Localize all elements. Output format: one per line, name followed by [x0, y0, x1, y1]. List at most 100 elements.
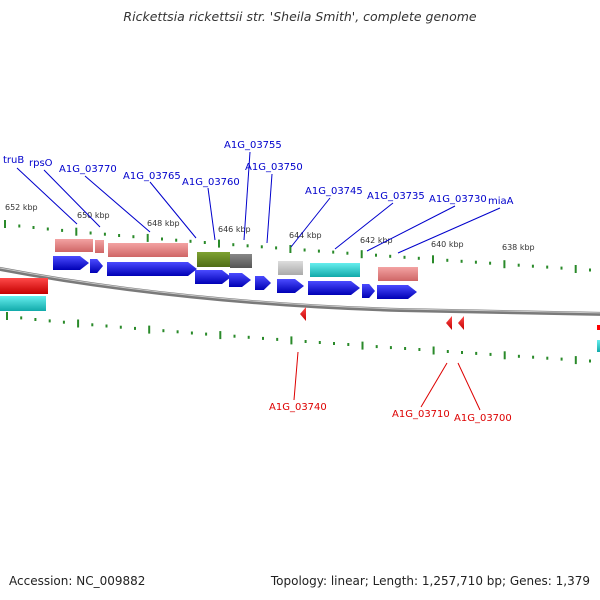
forward-cds-arrow[interactable] — [90, 259, 103, 273]
gene-label-miaA[interactable]: miaA — [488, 196, 514, 207]
minor-tick — [474, 260, 477, 264]
rna-feature[interactable] — [278, 261, 303, 275]
minor-tick — [189, 239, 192, 243]
minor-tick — [517, 354, 520, 358]
major-tick — [146, 233, 149, 242]
rna-feature[interactable] — [0, 278, 48, 294]
gene-label-A1G_03755[interactable]: A1G_03755 — [224, 140, 282, 151]
rna-feature[interactable] — [55, 239, 93, 252]
minor-tick — [161, 237, 163, 241]
gene-label-A1G_03740[interactable]: A1G_03740 — [269, 402, 327, 413]
rna-feature[interactable] — [378, 267, 418, 281]
minor-tick — [34, 318, 37, 321]
minor-tick — [389, 346, 392, 350]
minor-tick — [317, 249, 320, 253]
minor-tick — [203, 241, 206, 244]
minor-tick — [62, 320, 65, 324]
minor-tick — [61, 228, 64, 232]
major-tick — [432, 346, 435, 355]
rna-feature[interactable] — [230, 254, 252, 268]
minor-tick — [517, 263, 520, 267]
minor-tick — [332, 250, 335, 254]
reverse-gene-labels: A1G_03740 A1G_03710 A1G_03700 — [269, 402, 512, 424]
kbp-label: 640 kbp — [431, 240, 464, 249]
gene-label-A1G_03770[interactable]: A1G_03770 — [59, 164, 117, 175]
minor-tick — [303, 248, 306, 252]
minor-tick — [18, 224, 21, 228]
forward-gene-labels: truB rpsO A1G_03770 A1G_03765 A1G_03760 … — [3, 140, 514, 207]
kbp-label: 638 kbp — [502, 243, 535, 252]
minor-tick — [119, 325, 122, 329]
forward-cds-arrow[interactable] — [255, 276, 271, 290]
minor-tick — [560, 357, 563, 361]
minor-tick — [489, 352, 492, 356]
rna-feature[interactable] — [597, 340, 600, 352]
forward-cds-arrow[interactable] — [229, 273, 251, 287]
minor-tick — [48, 319, 51, 323]
minor-tick — [175, 238, 178, 242]
minor-tick — [190, 331, 193, 335]
major-tick — [290, 336, 293, 345]
forward-cds-arrow[interactable] — [362, 284, 375, 298]
gene-label-A1G_03730[interactable]: A1G_03730 — [429, 194, 487, 205]
minor-tick — [132, 235, 135, 239]
forward-cds-arrow[interactable] — [277, 279, 304, 293]
gene-label-A1G_03765[interactable]: A1G_03765 — [123, 171, 181, 182]
kbp-label: 650 kbp — [77, 211, 110, 220]
rna-feature[interactable] — [95, 240, 104, 253]
minor-tick — [176, 330, 179, 334]
gene-label-A1G_03745[interactable]: A1G_03745 — [305, 186, 363, 197]
minor-tick — [403, 255, 406, 259]
minor-tick — [546, 356, 549, 360]
forward-cds-arrow[interactable] — [377, 285, 417, 299]
reverse-cds-arrow[interactable] — [300, 307, 306, 321]
minor-tick — [205, 332, 208, 336]
minor-tick — [91, 323, 94, 327]
genome-title: Rickettsia rickettsii str. 'Sheila Smith… — [123, 9, 477, 24]
minor-tick — [275, 246, 278, 250]
reverse-cds-track — [300, 307, 600, 330]
major-tick — [148, 325, 151, 334]
gene-label-truB[interactable]: truB — [3, 155, 24, 166]
minor-tick — [32, 226, 35, 229]
minor-tick — [461, 351, 463, 354]
minor-tick — [46, 227, 49, 231]
minor-tick — [475, 351, 478, 355]
minor-tick — [589, 359, 591, 363]
minor-tick — [89, 231, 92, 235]
minor-tick — [375, 253, 377, 257]
forward-leader-lines — [16, 151, 501, 254]
major-tick — [574, 265, 577, 273]
kbp-label: 642 kbp — [360, 236, 393, 245]
forward-cds-arrow[interactable] — [107, 262, 197, 276]
gene-label-A1G_03750[interactable]: A1G_03750 — [245, 162, 303, 173]
gene-label-rpsO[interactable]: rpsO — [29, 158, 53, 169]
minor-tick — [446, 350, 449, 353]
gene-label-A1G_03735[interactable]: A1G_03735 — [367, 191, 425, 202]
minor-tick — [262, 336, 264, 340]
forward-cds-arrow[interactable] — [53, 256, 89, 270]
forward-cds-arrow[interactable] — [308, 281, 360, 295]
minor-tick — [446, 258, 449, 262]
reverse-cds-arrow[interactable] — [446, 316, 452, 330]
reverse-cds-arrow[interactable] — [597, 325, 600, 330]
rna-feature[interactable] — [0, 296, 46, 311]
rna-feature[interactable] — [197, 252, 230, 267]
minor-tick — [276, 337, 279, 341]
reverse-cds-arrow[interactable] — [458, 316, 464, 330]
rna-feature[interactable] — [108, 243, 188, 257]
minor-tick — [233, 334, 236, 338]
minor-tick — [546, 265, 549, 269]
forward-cds-arrow[interactable] — [195, 270, 231, 284]
minor-tick — [375, 345, 378, 349]
gene-label-A1G_03760[interactable]: A1G_03760 — [182, 177, 240, 188]
minor-tick — [532, 355, 535, 359]
rna-feature[interactable] — [310, 263, 360, 277]
genome-backbone — [0, 266, 600, 316]
gene-label-A1G_03700[interactable]: A1G_03700 — [454, 413, 512, 424]
kbp-label: 644 kbp — [289, 231, 322, 240]
minor-tick — [260, 245, 263, 249]
minor-tick — [417, 256, 420, 260]
gene-label-A1G_03710[interactable]: A1G_03710 — [392, 409, 450, 420]
